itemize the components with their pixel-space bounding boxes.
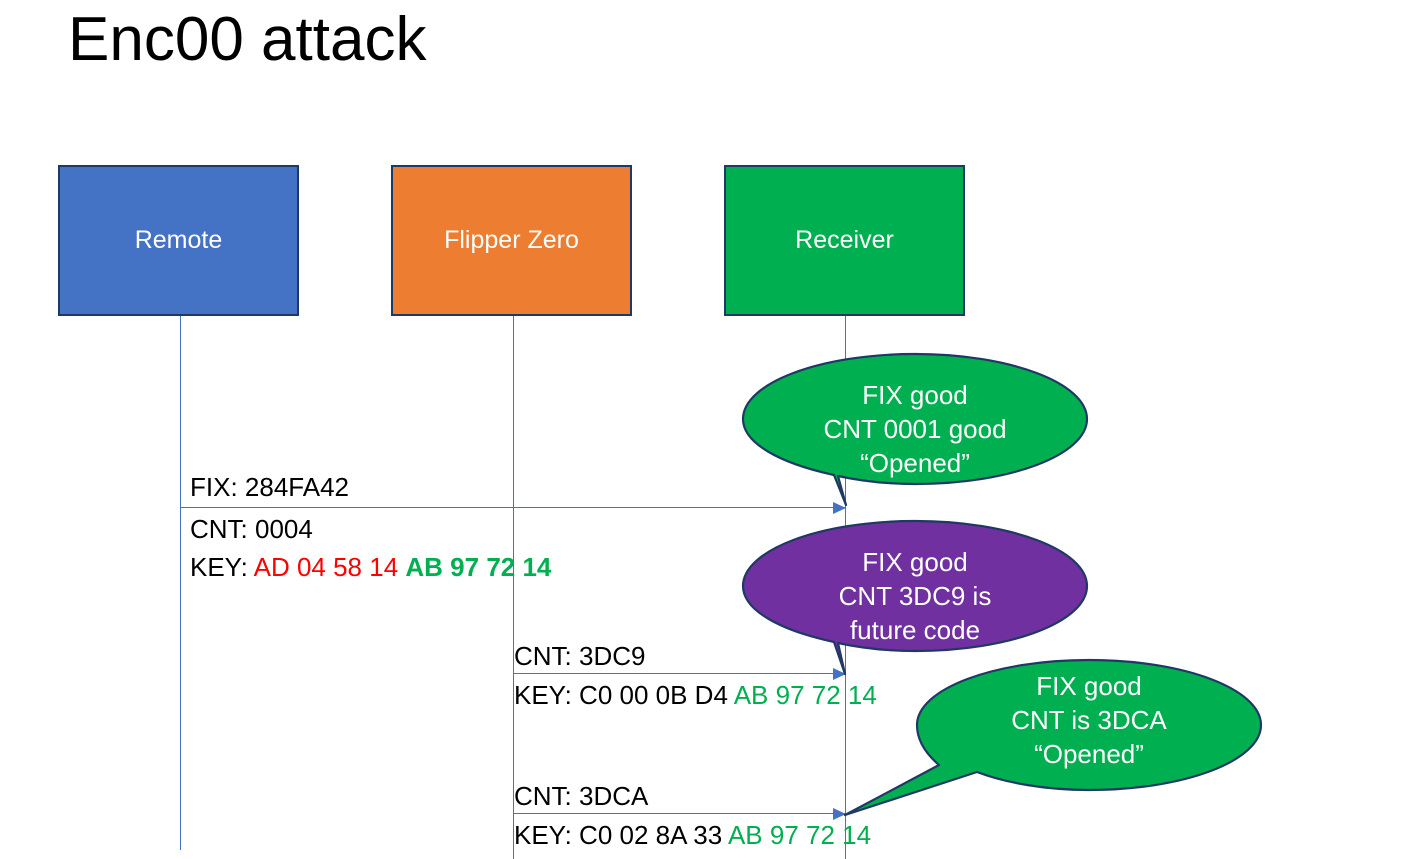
message-arrow-flipper-to-receiver-2 — [514, 808, 846, 820]
message-label-key-remote: KEY: AD 04 58 14 AB 97 72 14 — [190, 551, 551, 584]
message-arrow-remote-to-receiver — [181, 502, 846, 514]
actor-box-receiver[interactable]: Receiver — [724, 165, 965, 316]
lifeline-remote — [180, 316, 181, 850]
lifeline-flipper-zero — [513, 316, 514, 859]
actor-label-remote: Remote — [134, 226, 223, 254]
actor-box-flipper-zero[interactable]: Flipper Zero — [391, 165, 632, 316]
callout-shape-1 — [741, 352, 1089, 507]
message-arrow-flipper-to-receiver-1 — [514, 668, 846, 680]
page-title: Enc00 attack — [68, 5, 427, 74]
key-prefix: KEY: — [190, 552, 254, 582]
actor-label-flipper-zero: Flipper Zero — [444, 226, 579, 254]
callout-bubble-receiver-1[interactable]: FIX good CNT 0001 good “Opened” — [741, 352, 1089, 507]
key-bytes-green: AB 97 72 14 — [727, 820, 872, 850]
actor-label-receiver: Receiver — [795, 226, 894, 254]
message-label-key-flipper-1: KEY: C0 00 0B D4 AB 97 72 14 — [514, 679, 877, 712]
actor-box-remote[interactable]: Remote — [58, 165, 299, 316]
key-bytes-red: AD 04 58 14 — [253, 552, 399, 582]
key-prefix: KEY: C0 02 8A 33 — [514, 820, 728, 850]
message-label-cnt-flipper-2: CNT: 3DCA — [514, 781, 649, 811]
message-label-cnt-flipper-1: CNT: 3DC9 — [514, 641, 646, 671]
message-label-fix-remote: FIX: 284FA42 — [190, 472, 349, 502]
callout-shape-2 — [741, 519, 1089, 676]
callout-shape-3 — [843, 658, 1263, 817]
message-label-key-flipper-2: KEY: C0 02 8A 33 AB 97 72 14 — [514, 819, 871, 852]
key-bytes-green: AB 97 72 14 — [733, 680, 877, 710]
message-label-cnt-remote: CNT: 0004 — [190, 514, 313, 544]
key-bytes-green: AB 97 72 14 — [405, 552, 552, 582]
key-prefix: KEY: C0 00 0B D4 — [514, 680, 734, 710]
callout-bubble-receiver-2[interactable]: FIX good CNT 3DC9 is future code — [741, 519, 1089, 676]
callout-bubble-receiver-3[interactable]: FIX good CNT is 3DCA “Opened” — [842, 658, 1263, 817]
